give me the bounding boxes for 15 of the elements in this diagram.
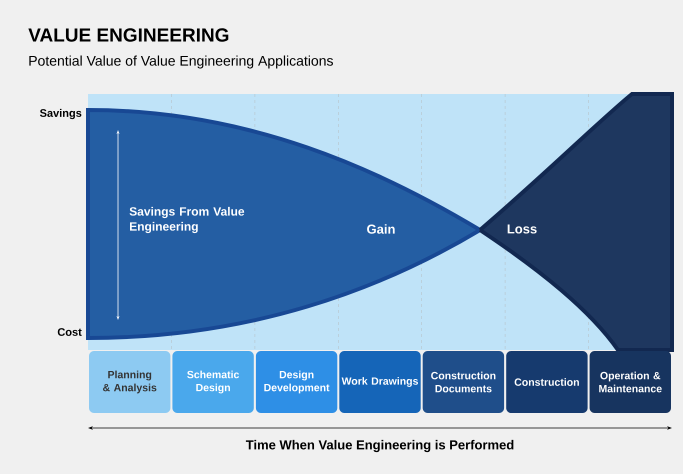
annotation: Savings From Value Engineering xyxy=(130,206,244,234)
phase-box: Design Development xyxy=(256,351,338,413)
axis-label: Savings xyxy=(40,108,82,120)
phase-box: Planning & Analysis xyxy=(89,351,170,413)
phase-box: Schematic Design xyxy=(172,351,254,413)
phase-box: Operation & Maintenance xyxy=(590,351,671,413)
area-label: Loss xyxy=(508,224,537,234)
phase-box: Work Drawings xyxy=(339,351,421,413)
area-label: Gain xyxy=(367,224,395,234)
phase-box: Construction Documents xyxy=(422,351,504,413)
axis-title: Time When Value Engineering is Performed xyxy=(246,440,514,452)
axis-label: Cost xyxy=(58,328,82,336)
phase-box: Construction xyxy=(506,351,588,413)
subtitle: Potential Value of Value Engineering Applications xyxy=(29,55,333,69)
title: VALUE ENGINEERING xyxy=(28,28,228,42)
